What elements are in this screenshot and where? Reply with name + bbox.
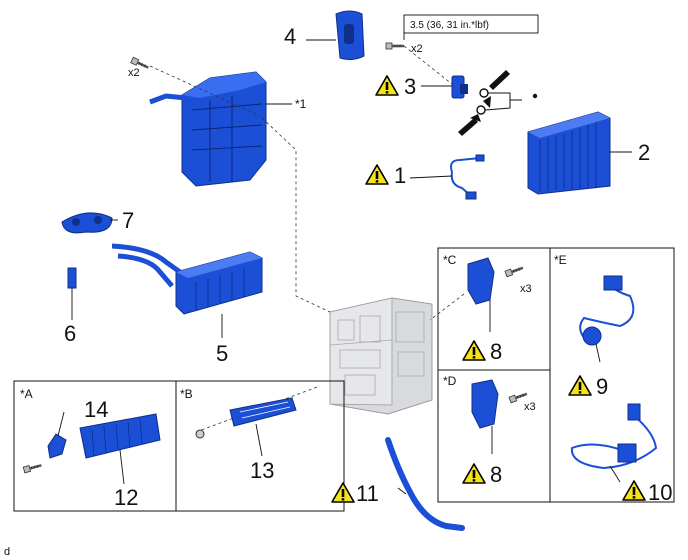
- wire-harness-part: [450, 154, 485, 200]
- part-number-4: 4: [284, 24, 296, 49]
- inset-tag-d: *D: [443, 374, 457, 388]
- part-number-2: 2: [638, 140, 650, 165]
- screw-torque: [384, 41, 406, 51]
- part-number-7: 7: [122, 208, 134, 233]
- drain-hose-part: [385, 437, 465, 531]
- inset-tag-a: *A: [20, 387, 33, 401]
- torque-value: 3.5 (36, 31 in.*lbf): [410, 20, 489, 31]
- warning-triangle-icon: [622, 480, 646, 501]
- warning-triangle-icon: [365, 164, 389, 185]
- part-number-8-d: 8: [490, 462, 502, 487]
- harness-9-part: [579, 275, 635, 363]
- part-number-13: 13: [250, 458, 274, 483]
- warning-triangle-icon: [462, 340, 486, 361]
- warning-triangle-icon: [331, 482, 355, 503]
- inset-b-parts: [195, 397, 297, 457]
- grommet-part: [61, 212, 113, 234]
- inset-tag-c: *C: [443, 253, 457, 267]
- clamp-part: [67, 267, 77, 289]
- torque-callout: 3.5 (36, 31 in.*lbf): [403, 14, 539, 34]
- seal-part: [335, 10, 365, 61]
- part-number-8-c: 8: [490, 339, 502, 364]
- multiplier-inset-c: x3: [520, 283, 532, 295]
- inset-frames: [13, 247, 675, 512]
- multiplier-torque-screw: x2: [411, 43, 423, 55]
- part-number-1: 1: [394, 163, 406, 188]
- pointing-arrow-icon: [458, 118, 478, 136]
- figure-code: d: [4, 546, 10, 558]
- blower-housing-part: [149, 71, 267, 187]
- part-number-9: 9: [596, 374, 608, 399]
- warning-triangle-icon: [568, 375, 592, 396]
- note-star-1: *1: [295, 97, 307, 111]
- dot-icon: [532, 93, 538, 99]
- part-number-10: 10: [648, 480, 672, 505]
- part-number-5: 5: [216, 341, 228, 366]
- part-number-12: 12: [114, 485, 138, 510]
- pointing-arrow-icon: [489, 70, 510, 90]
- part-number-3: 3: [404, 74, 416, 99]
- harness-10-part: [570, 403, 658, 483]
- warning-triangle-icon: [462, 463, 486, 484]
- warning-triangle-icon: [375, 75, 399, 96]
- callout-lines: [71, 32, 632, 495]
- heater-core-part: [111, 243, 263, 315]
- part-number-11: 11: [356, 481, 379, 506]
- inset-a-parts: [21, 411, 161, 485]
- part-number-14: 14: [84, 397, 108, 422]
- expansion-valve-part: [451, 70, 538, 136]
- servo-motor-d-part: [471, 379, 530, 454]
- multiplier-inset-d: x3: [524, 401, 536, 413]
- evaporator-part: [527, 111, 611, 195]
- multiplier-top-left: x2: [128, 67, 140, 79]
- inset-tag-e: *E: [554, 253, 567, 267]
- air-conditioning-housing: [329, 297, 433, 415]
- part-number-6: 6: [64, 321, 76, 346]
- inset-tag-b: *B: [180, 387, 193, 401]
- servo-motor-c-part: [467, 257, 526, 332]
